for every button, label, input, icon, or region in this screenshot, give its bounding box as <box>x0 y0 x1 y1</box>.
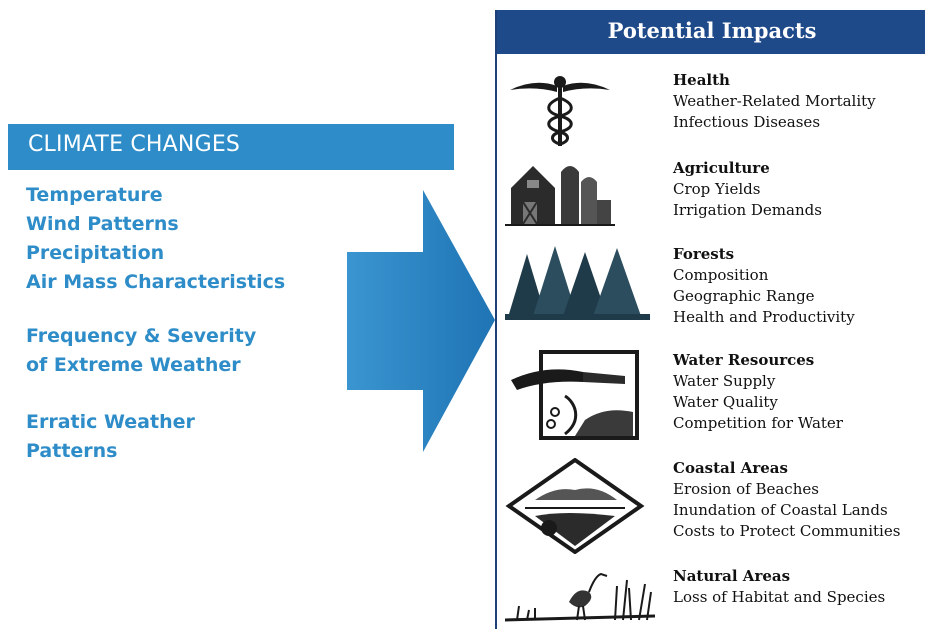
caduceus-icon <box>510 76 610 146</box>
impact-item: Water Quality <box>673 393 778 411</box>
impact-item: Composition <box>673 266 769 284</box>
impact-item: Health and Productivity <box>673 308 855 326</box>
change-item: Frequency & Severity <box>26 325 257 347</box>
impact-text: Water Resources Water Supply Water Quali… <box>673 350 843 434</box>
impact-text: Coastal Areas Erosion of Beaches Inundat… <box>673 458 900 542</box>
climate-changes-list: Temperature Wind Patterns Precipitation … <box>26 181 285 466</box>
impact-item: Erosion of Beaches <box>673 480 819 498</box>
impact-item: Loss of Habitat and Species <box>673 588 886 606</box>
coastline-icon <box>505 458 645 554</box>
impact-text: Health Weather-Related Mortality Infecti… <box>673 70 876 133</box>
impact-title: Forests <box>673 245 735 263</box>
impact-item: Water Supply <box>673 372 776 390</box>
impact-text: Agriculture Crop Yields Irrigation Deman… <box>673 158 822 221</box>
barn-silo-icon <box>505 166 615 226</box>
heron-wetland-icon <box>505 572 656 622</box>
change-item: Air Mass Characteristics <box>26 271 286 293</box>
impact-item: Competition for Water <box>673 414 843 432</box>
climate-changes-title: CLIMATE CHANGES <box>28 132 241 157</box>
impact-text: Forests Composition Geographic Range Hea… <box>673 244 855 328</box>
change-item: of Extreme Weather <box>26 354 241 376</box>
impact-title: Natural Areas <box>673 567 791 585</box>
impact-text: Natural Areas Loss of Habitat and Specie… <box>673 566 885 608</box>
panel-header: Potential Impacts <box>497 10 925 54</box>
pine-trees-icon <box>505 246 650 320</box>
impact-item: Inundation of Coastal Lands <box>673 501 888 519</box>
impact-item: Weather-Related Mortality <box>673 92 876 110</box>
right-arrow-icon <box>347 190 495 452</box>
change-item: Wind Patterns <box>26 213 179 235</box>
impact-title: Health <box>673 71 730 89</box>
impact-title: Coastal Areas <box>673 459 788 477</box>
change-item: Patterns <box>26 440 118 462</box>
climate-changes-banner: CLIMATE CHANGES <box>8 124 454 170</box>
impact-item: Irrigation Demands <box>673 201 822 219</box>
change-item: Temperature <box>26 184 163 206</box>
impact-item: Geographic Range <box>673 287 815 305</box>
impact-item: Infectious Diseases <box>673 113 821 131</box>
change-item: Precipitation <box>26 242 165 264</box>
impact-item: Crop Yields <box>673 180 761 198</box>
water-faucet-icon <box>511 350 639 440</box>
change-item: Erratic Weather <box>26 411 195 433</box>
impact-item: Costs to Protect Communities <box>673 522 901 540</box>
impact-title: Agriculture <box>673 159 770 177</box>
potential-impacts-panel: Potential Impacts Health Weather-Related… <box>495 10 925 629</box>
panel-title: Potential Impacts <box>607 18 817 43</box>
impact-title: Water Resources <box>673 351 815 369</box>
